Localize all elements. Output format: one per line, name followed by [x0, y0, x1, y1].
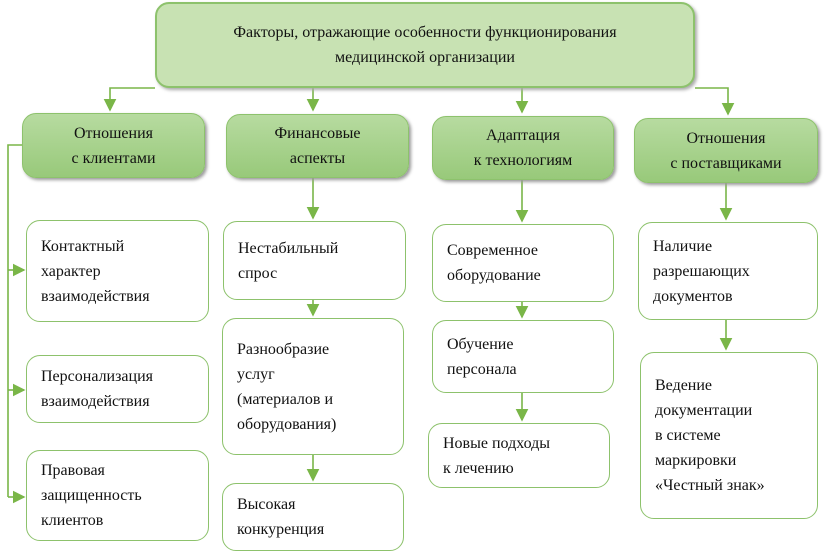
factor-node: Правовая защищенность клиентов	[26, 450, 209, 541]
text-line: Отношения	[73, 124, 153, 142]
text-line: Адаптация	[486, 127, 560, 144]
factor-node: Персонализация взаимодействия	[26, 355, 209, 423]
text-line: (материалов и	[237, 390, 334, 408]
text-line: характер	[41, 262, 101, 280]
category-node: Финансовые аспекты	[226, 114, 409, 178]
text-line: взаимодействия	[41, 287, 150, 305]
text-line: с поставщиками	[670, 154, 782, 172]
text-line: взаимодействия	[41, 393, 150, 410]
text-line: Современное	[447, 242, 538, 259]
text-line: Наличие	[653, 237, 713, 255]
category-node: Адаптация к технологиям	[432, 116, 614, 180]
factor-node: Разнообразие услуг (материалов и оборудован…	[222, 318, 404, 455]
text-line: Правовая	[41, 462, 105, 479]
title-line: Факторы, отражающие особенности функцион…	[233, 24, 617, 41]
category-node: Отношения с клиентами	[22, 113, 205, 178]
factor-node: Современное оборудование	[432, 224, 614, 302]
factor-node: Ведение документации в системе маркировки «Ч…	[640, 352, 818, 519]
category-node: Отношения с поставщиками	[634, 118, 818, 183]
text-line: Контактный	[41, 237, 125, 255]
factor-node: Новые подходы к лечению	[428, 423, 610, 488]
text-line: «Честный знак»	[655, 477, 765, 494]
arrow	[103, 87, 155, 112]
text-line: Высокая	[237, 496, 296, 513]
text-line: разрешающих	[653, 262, 750, 280]
factor-node: Наличие разрешающих документов	[638, 222, 818, 320]
text-line: оборудование	[447, 267, 541, 284]
text-line: Отношения	[686, 129, 766, 147]
factor-node: Нестабильный спрос	[223, 221, 406, 300]
text-line: маркировки	[655, 452, 737, 469]
text-line: с клиентами	[71, 149, 156, 167]
text-line: спрос	[238, 264, 278, 282]
title-line: медицинской организации	[335, 49, 515, 66]
text-line: к лечению	[443, 459, 514, 477]
text-line: Персонализация	[41, 368, 154, 385]
text-line: оборудования)	[237, 415, 337, 433]
factor-node: Обучение персонала	[432, 320, 614, 393]
root-node: Факторы, отражающие особенности функцион…	[155, 2, 695, 88]
text-line: Нестабильный	[238, 239, 339, 257]
connector	[7, 144, 22, 497]
arrow	[695, 87, 735, 116]
text-line: конкуренция	[237, 521, 325, 538]
text-line: защищенность	[41, 487, 142, 504]
text-line: в системе	[655, 427, 721, 444]
text-line: клиентов	[41, 512, 104, 529]
text-line: к технологиям	[473, 152, 573, 169]
text-line: Финансовые	[274, 125, 361, 142]
factor-node: Высокая конкуренция	[222, 483, 404, 551]
text-line: услуг	[237, 365, 275, 383]
text-line: аспекты	[289, 150, 346, 167]
text-line: Ведение	[655, 377, 713, 394]
text-line: персонала	[447, 360, 517, 378]
text-line: документации	[655, 402, 753, 419]
text-line: документов	[653, 287, 733, 305]
factor-node: Контактный характер взаимодействия	[26, 220, 209, 322]
text-line: Новые подходы	[443, 434, 551, 452]
text-line: Обучение	[447, 335, 514, 353]
text-line: Разнообразие	[237, 340, 330, 358]
